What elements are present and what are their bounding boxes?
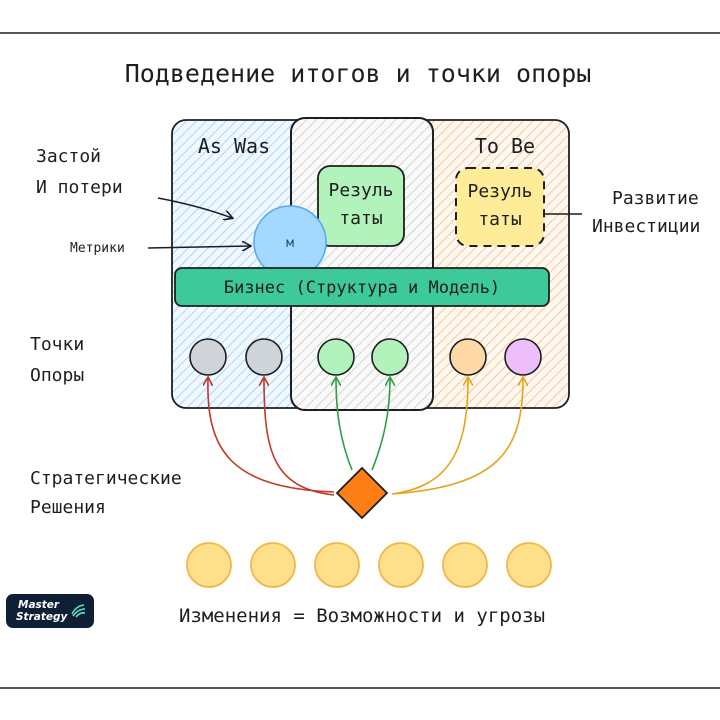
decision-arrow-orange-1 <box>391 378 468 495</box>
stagnation-arrow <box>157 197 232 218</box>
decision-diamond <box>335 466 389 520</box>
business-bar-label: Бизнес (Структура и Модель) <box>224 278 500 298</box>
decision-arrow-red-2 <box>264 378 335 496</box>
stagnation-label-line2: И потери <box>36 177 123 198</box>
results-box-target-line2: таты <box>478 209 521 230</box>
change-circle-1 <box>186 542 232 588</box>
change-circle-3 <box>314 542 360 588</box>
change-circle-2 <box>250 542 296 588</box>
metrics-label: Метрики <box>70 241 125 256</box>
decisions-label-line1: Стратегические <box>30 468 182 489</box>
anchor-point-gray-2 <box>245 338 283 376</box>
anchor-point-gray-1 <box>189 338 227 376</box>
metric-circle-label: м <box>286 236 294 251</box>
stagnation-label-line1: Застой <box>36 146 101 167</box>
change-circle-6 <box>506 542 552 588</box>
decision-arrow-red-1 <box>208 378 335 493</box>
decisions-label-line2: Решения <box>30 497 106 518</box>
logo-line1: Master <box>18 599 60 611</box>
anchors-label-line1: Точки <box>30 334 84 355</box>
results-box-current-line1: Резуль <box>328 180 393 201</box>
anchor-point-green-1 <box>317 338 355 376</box>
diagram-title: Подведение итогов и точки опоры <box>125 59 592 88</box>
anchor-point-orange <box>449 338 487 376</box>
development-label-line2: Инвестиции <box>592 216 700 237</box>
master-strategy-logo: Master Strategy <box>6 594 94 628</box>
to-be-label: To Be <box>475 134 535 158</box>
change-circle-5 <box>442 542 488 588</box>
decision-arrow-green-2 <box>371 378 390 471</box>
metrics-arrow <box>147 246 250 248</box>
logo-mark-icon <box>71 604 86 618</box>
changes-caption: Изменения = Возможности и угрозы <box>179 605 545 627</box>
results-box-current-line2: таты <box>339 208 382 229</box>
development-label-line1: Развитие <box>612 188 699 209</box>
as-was-label: As Was <box>198 134 270 158</box>
to-be-zone <box>411 119 570 409</box>
business-bar <box>174 267 550 307</box>
logo-line2: Strategy <box>16 611 68 623</box>
change-circle-4 <box>378 542 424 588</box>
results-box-target <box>455 167 545 247</box>
anchors-label-line2: Опоры <box>30 365 84 386</box>
decision-arrow-orange-2 <box>391 378 523 495</box>
anchor-point-purple <box>504 338 542 376</box>
decision-arrow-green-1 <box>336 378 353 471</box>
anchor-point-green-2 <box>371 338 409 376</box>
results-box-current <box>317 165 405 247</box>
results-box-target-line1: Резуль <box>467 181 532 202</box>
